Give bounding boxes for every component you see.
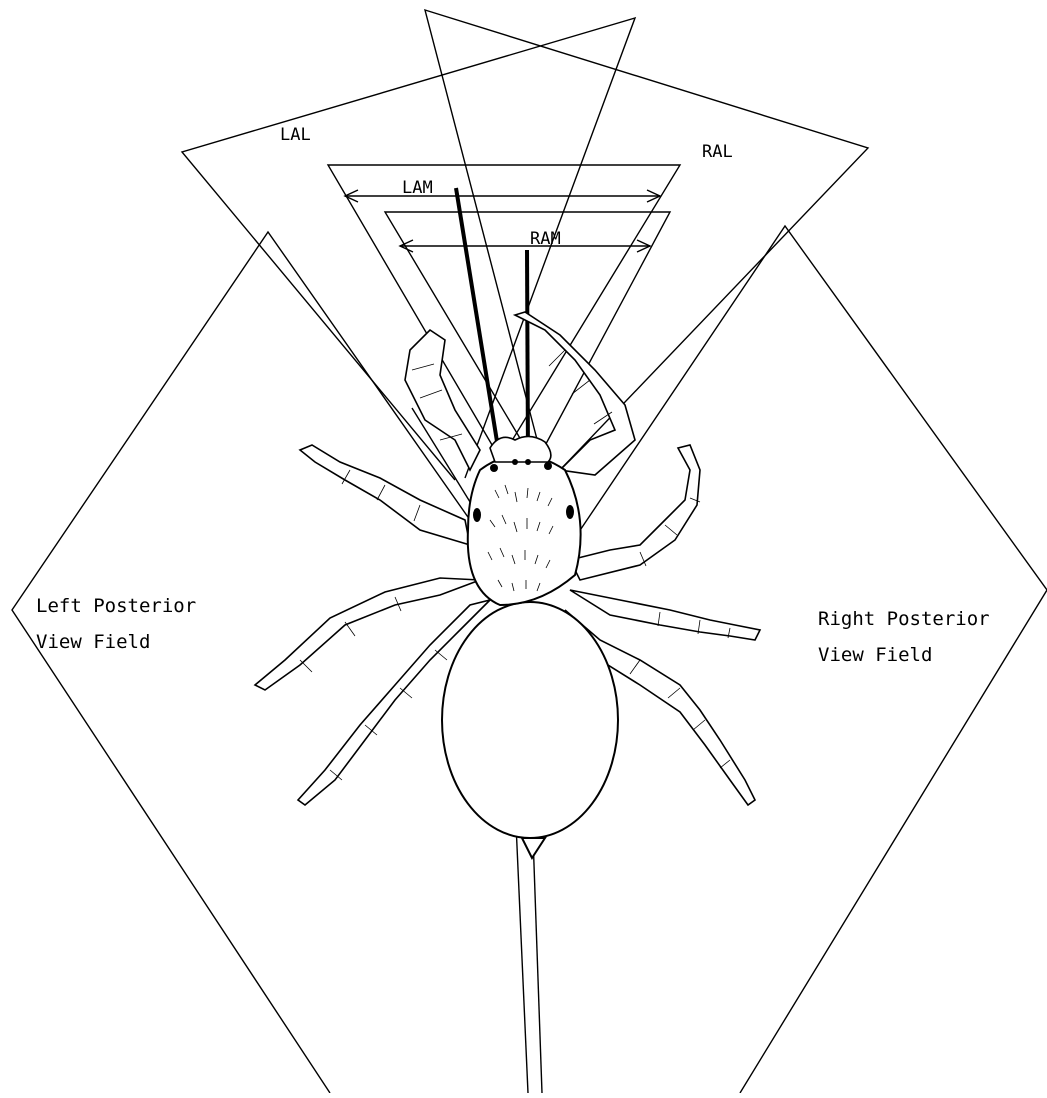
eye-left-anterior (490, 464, 498, 472)
lam-label: LAM (402, 178, 433, 198)
ral-label: RAL (702, 142, 733, 162)
eye-left-posterior (473, 508, 481, 522)
eye-median-right (525, 459, 531, 465)
right-field-label-line1: Right Posterior (818, 608, 990, 630)
lam-pointer (456, 188, 500, 460)
eye-right-anterior (544, 462, 552, 470)
cephalothorax (468, 455, 581, 605)
chelicerae (490, 436, 551, 462)
ram-pointer (527, 250, 528, 460)
left-field-label-line2: View Field (36, 631, 150, 653)
lal-label: LAL (280, 125, 311, 145)
right-field-label-line2: View Field (818, 644, 932, 666)
lam-field (328, 165, 680, 452)
left-field-label-line1: Left Posterior (36, 595, 196, 617)
spider-illustration (255, 312, 760, 858)
left-posterior-field (12, 232, 470, 1093)
spinnerets (522, 838, 545, 858)
lal-field (182, 18, 635, 480)
eye-median-left (512, 459, 518, 465)
abdomen (442, 602, 618, 838)
eye-right-posterior (566, 505, 574, 519)
ram-label: RAM (530, 229, 561, 249)
